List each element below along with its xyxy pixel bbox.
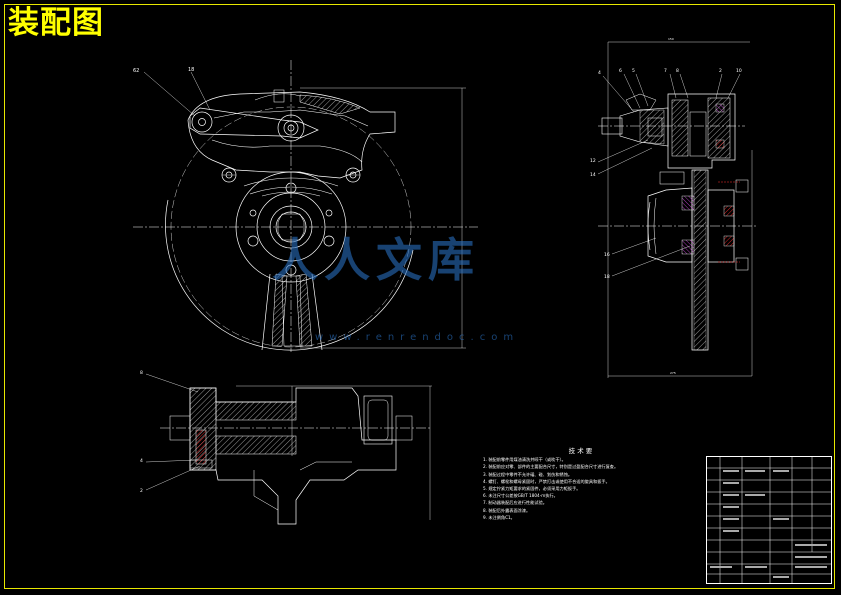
caliper-body <box>187 91 396 179</box>
svg-text:5: 5 <box>632 68 635 74</box>
svg-text:10: 10 <box>736 68 742 74</box>
requirement-item: 9. 未注倒角C1。 <box>483 514 515 520</box>
svg-text:4: 4 <box>598 70 601 76</box>
svg-text:14: 14 <box>590 172 596 178</box>
svg-text:275: 275 <box>670 371 676 375</box>
drawing-title: 装配图 <box>8 5 104 41</box>
requirement-item: 7. 制动器装配后应进行性能试验。 <box>483 500 547 506</box>
svg-text:150: 150 <box>668 37 674 41</box>
svg-text:18: 18 <box>604 274 610 280</box>
svg-text:2: 2 <box>140 488 143 494</box>
svg-text:16: 16 <box>604 252 610 258</box>
front-view: 62 18 <box>133 60 478 352</box>
watermark-url: www.renrendoc.com <box>315 332 520 343</box>
svg-text:8: 8 <box>140 370 143 376</box>
side-view: 150 275 <box>590 37 758 378</box>
svg-text:4: 4 <box>140 458 143 464</box>
requirement-item: 3. 装配过程中零件不允许磕、碰、划伤和锈蚀。 <box>483 471 573 477</box>
requirement-item: 2. 装配前应对零、部件的主要配合尺寸，特别是过盈配合尺寸进行复查。 <box>483 464 619 470</box>
svg-text:6: 6 <box>619 68 622 74</box>
requirement-item: 6. 未注尺寸公差按GB/T 1804-m执行。 <box>483 493 558 499</box>
watermark-brand: 人人文库 <box>272 233 480 287</box>
title-block-frame <box>706 456 832 584</box>
technical-requirements-heading: 技 术 要 <box>568 447 593 455</box>
svg-text:18: 18 <box>188 67 194 73</box>
brake-disc <box>165 199 414 351</box>
hub-outer <box>235 171 347 283</box>
requirement-item: 5. 规定拧紧力矩要求的紧固件，必须采用力矩扳手。 <box>483 486 581 492</box>
svg-text:2: 2 <box>719 68 722 74</box>
requirement-item: 4. 螺钉、螺栓和螺母紧固时，严禁打击或使用不合适的旋具和扳手。 <box>483 478 610 484</box>
technical-requirements: 技 术 要 1. 装配前零件用煤油清洗并晾干（或吹干）。 2. 装配前应对零、部… <box>483 447 708 521</box>
svg-text:8: 8 <box>676 68 679 74</box>
svg-text:12: 12 <box>590 158 596 164</box>
lever-arm <box>189 107 319 139</box>
requirement-item: 1. 装配前零件用煤油清洗并晾干（或吹干）。 <box>483 457 566 463</box>
svg-text:7: 7 <box>664 68 667 74</box>
requirement-item: 8. 装配后外露表面涂漆。 <box>483 507 531 513</box>
svg-text:62: 62 <box>133 68 139 74</box>
title-block <box>706 456 832 584</box>
bottom-view: 8 4 2 <box>140 370 432 525</box>
drawing-border <box>4 4 835 589</box>
